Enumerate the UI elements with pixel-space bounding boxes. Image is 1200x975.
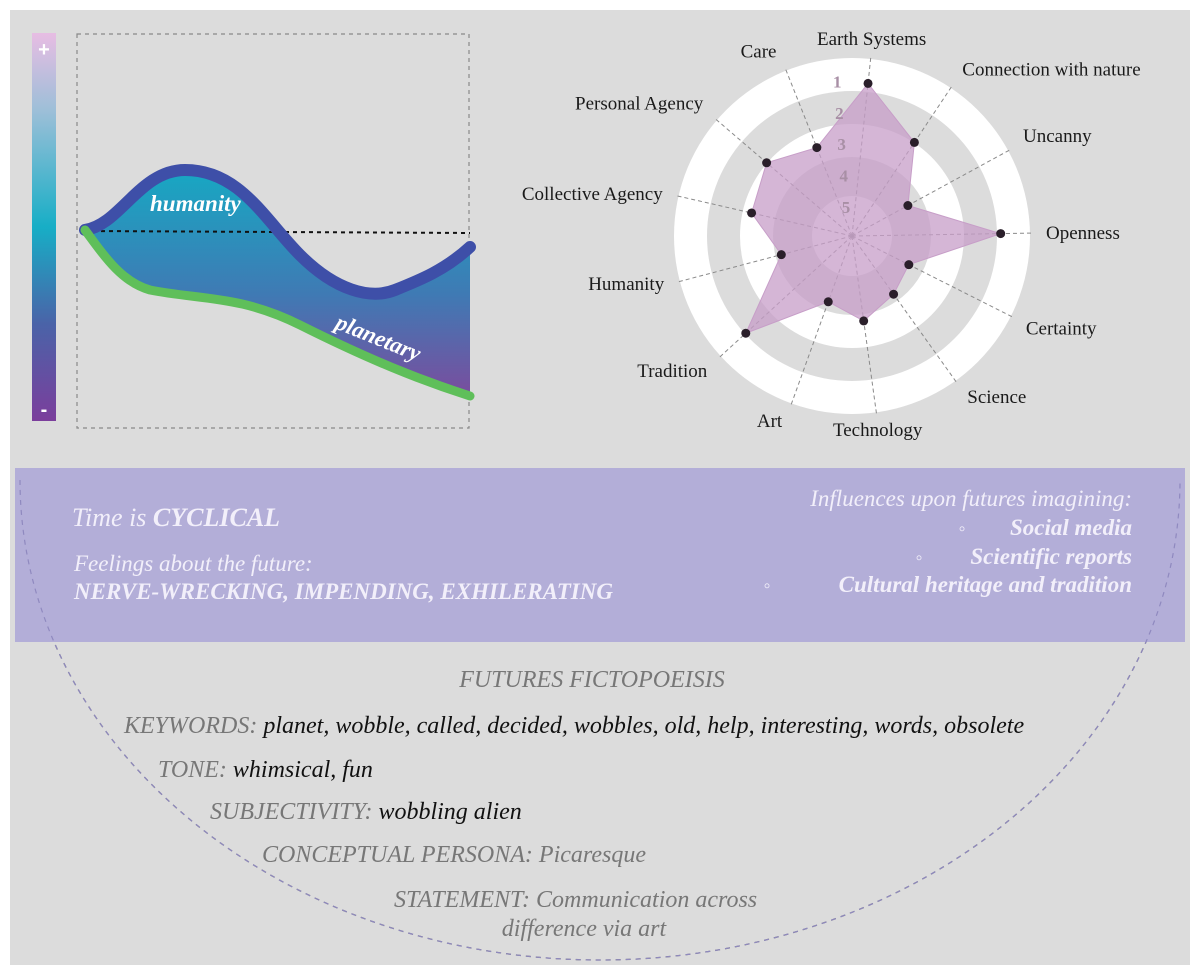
feelings-label: Feelings about the future: [73,551,313,576]
radar-point-collective-agency [747,208,757,218]
radar-data-shape [744,82,1003,335]
radar-label-connection-with-nature: Connection with nature [962,60,1140,81]
radar-label-science: Science [967,387,1026,408]
fictopoeisis-title: FUTURES FICTOPOEISIS [458,667,725,693]
influence-bullet-3: ◦ [763,575,770,597]
radar-label-openness: Openness [1046,223,1120,244]
statement-value-2: difference via art [502,916,668,942]
feelings-value: NERVE-WRECKING, IMPENDING, EXHILERATING [73,579,613,604]
subjectivity-line: SUBJECTIVITY:wobbling alien [210,799,522,825]
influence-item-2: Scientific reports [970,544,1132,569]
persona-key: CONCEPTUAL PERSONA: [262,842,533,868]
scale-plus-label: + [38,39,50,61]
tone-key: TONE: [158,757,227,783]
influences-label: Influences upon futures imagining: [809,486,1132,511]
tone-line: TONE:whimsical, fun [158,757,373,783]
banner-arc-overlay [19,479,1181,961]
persona-value: Picaresque [538,842,646,868]
fictopoeisis-section: FUTURES FICTOPOEISIS KEYWORDS:planet, wo… [123,667,1024,942]
subjectivity-key: SUBJECTIVITY: [210,799,372,825]
banner-background [15,468,1185,642]
tone-value: whimsical, fun [233,757,373,783]
keywords-line: KEYWORDS:planet, wobble, called, decided… [123,713,1024,739]
radar-point-certainty [904,260,914,270]
humanity-label: humanity [150,191,242,216]
radar-ring-number-5: 5 [842,198,851,217]
trajectory-diagram: + - humanity planetary [32,33,476,429]
persona-line: CONCEPTUAL PERSONA:Picaresque [262,842,646,868]
influence-bullet-1: ◦ [958,518,965,540]
radar-label-personal-agency: Personal Agency [575,94,704,115]
radar-point-connection-with-nature [909,137,919,147]
radar-point-care [812,143,822,153]
radar-ring-numbers: 1 2 3 4 5 [833,72,850,217]
statement-key: STATEMENT: [394,887,530,913]
radar-label-certainty: Certainty [1026,319,1097,340]
keywords-value: planet, wobble, called, decided, wobbles… [261,713,1024,739]
statement-line-1: STATEMENT:Communication across [394,887,757,913]
humanity-curve [79,163,476,300]
radar-point-science [889,289,899,299]
radar-points [741,78,1006,338]
radar-ring-number-1: 1 [833,72,842,91]
radar-ring-number-2: 2 [835,104,844,123]
subjectivity-value: wobbling alien [378,799,521,825]
radar-point-openness [996,229,1006,239]
time-prefix: Time is [72,503,153,532]
time-value: CYCLICAL [153,503,280,532]
radar-label-tradition: Tradition [637,361,708,382]
radar-label-care: Care [741,41,777,62]
radar-label-uncanny: Uncanny [1023,126,1092,147]
influence-item-1: Social media [1010,515,1132,540]
radar-ring-number-4: 4 [840,167,849,186]
radar-label-humanity: Humanity [588,274,664,295]
radar-label-technology: Technology [833,420,923,441]
color-scale-bar [32,33,56,421]
scale-minus-label: - [41,399,48,421]
radar-label-earth-systems: Earth Systems [817,29,926,50]
statement-value-1: Communication across [536,887,757,913]
influence-item-3: Cultural heritage and tradition [839,572,1132,597]
radar-point-art [823,297,833,307]
influence-bullet-2: ◦ [915,547,922,569]
planetary-curve [80,225,475,401]
radar-point-uncanny [903,201,913,211]
keywords-key: KEYWORDS: [123,713,257,739]
diagram-frame [76,33,470,429]
radar-label-art: Art [757,411,783,432]
radar-point-personal-agency [762,158,772,168]
gradient-area [85,170,470,396]
radar-point-technology [859,316,869,326]
radar-ring-number-3: 3 [837,135,846,154]
radar-point-humanity [776,250,786,260]
radar-label-collective-agency: Collective Agency [522,184,663,205]
radar-point-earth-systems [863,78,873,88]
time-statement: Time is CYCLICAL [72,503,280,532]
info-banner: Time is CYCLICAL Feelings about the futu… [15,468,1185,961]
radar-point-tradition [741,328,751,338]
